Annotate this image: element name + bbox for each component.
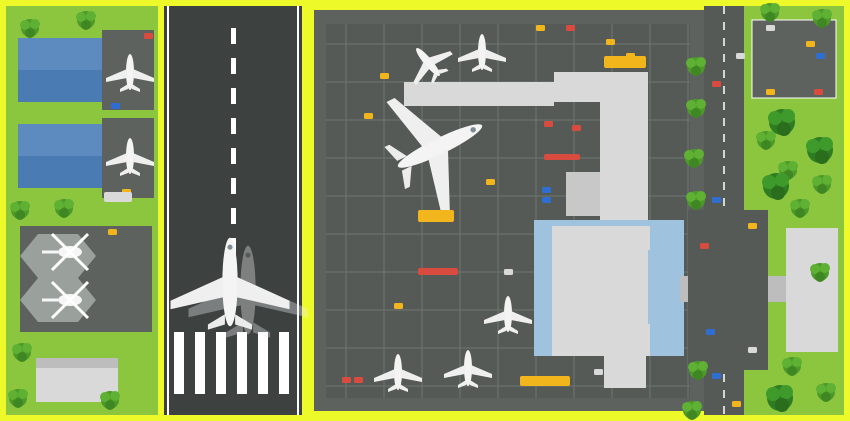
vehicle	[364, 113, 373, 119]
vehicle	[542, 197, 551, 203]
vehicle	[504, 269, 513, 275]
vehicle	[572, 125, 581, 131]
vehicle	[111, 103, 120, 109]
access-road	[688, 6, 837, 415]
runway-dash	[231, 28, 236, 44]
runway-threshold-bar	[216, 332, 226, 394]
service-truck	[104, 192, 132, 202]
vehicle	[766, 89, 775, 95]
vehicle	[342, 377, 351, 383]
vehicle	[354, 377, 363, 383]
runway-threshold-bar	[174, 332, 184, 394]
vehicle	[712, 373, 721, 379]
vehicle	[380, 73, 389, 79]
vehicle	[536, 25, 545, 31]
vehicle	[594, 369, 603, 375]
runway-dash	[231, 178, 236, 194]
service-truck	[520, 376, 570, 386]
vehicle	[706, 329, 715, 335]
vehicle	[732, 401, 741, 407]
runway	[158, 6, 308, 415]
vehicle	[542, 187, 551, 193]
runway-dash	[231, 148, 236, 164]
runway-dash	[231, 88, 236, 104]
vehicles	[104, 25, 825, 407]
runway-dash	[231, 58, 236, 74]
vehicle	[736, 53, 745, 59]
vehicle	[566, 25, 575, 31]
vehicle	[486, 179, 495, 185]
runway-threshold-bar	[279, 332, 289, 394]
service-truck	[418, 268, 458, 275]
vehicle	[712, 197, 721, 203]
service-truck	[418, 210, 454, 222]
service-truck	[544, 154, 580, 160]
runway-dash	[231, 208, 236, 224]
vehicle	[108, 229, 117, 235]
vehicle	[766, 25, 775, 31]
vehicle	[544, 121, 553, 127]
vehicle	[144, 33, 153, 39]
vehicle	[748, 223, 757, 229]
vehicle	[394, 303, 403, 309]
vehicle	[806, 41, 815, 47]
vehicle	[816, 53, 825, 59]
service-truck	[604, 56, 646, 68]
vehicle	[748, 347, 757, 353]
runway-threshold-bar	[237, 332, 247, 394]
vehicle	[814, 89, 823, 95]
vehicle	[606, 39, 615, 45]
vehicle	[700, 243, 709, 249]
vehicle	[712, 81, 721, 87]
runway-threshold	[174, 332, 289, 394]
runway-dash	[231, 118, 236, 134]
runway-threshold-bar	[258, 332, 268, 394]
runway-threshold-bar	[195, 332, 205, 394]
